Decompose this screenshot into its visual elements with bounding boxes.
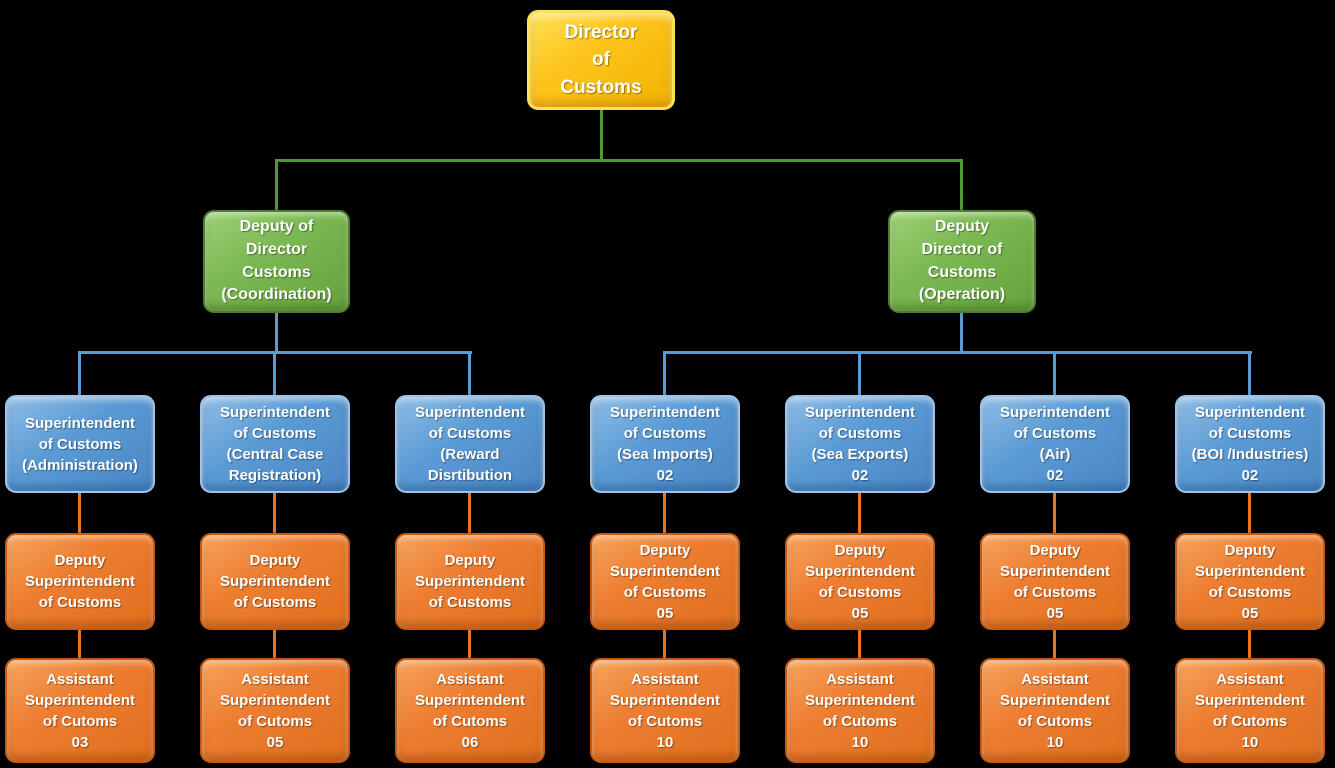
node-superintendent-reward-distribution: Superintendent of Customs (Reward Disrti… [395,395,545,493]
connector-coordination-stem [275,313,278,352]
node-assistant-superintendent-air: Assistant Superintendent of Cutoms 10 [980,658,1130,763]
node-deputy-superintendent-sea-exports: Deputy Superintendent of Customs 05 [785,533,935,630]
node-superintendent-central-case-registration: Superintendent of Customs (Central Case … [200,395,350,493]
node-deputy-operation: Deputy Director of Customs (Operation) [888,210,1036,313]
node-deputy-superintendent-reward-distribution: Deputy Superintendent of Customs [395,533,545,630]
connector-drop-sea-exports [858,351,861,395]
connector-sup-dep-6 [1053,493,1056,533]
node-director: Director of Customs [527,10,675,110]
node-deputy-superintendent-air: Deputy Superintendent of Customs 05 [980,533,1130,630]
node-superintendent-air: Superintendent of Customs (Air) 02 [980,395,1130,493]
node-superintendent-sea-imports: Superintendent of Customs (Sea Imports) … [590,395,740,493]
node-superintendent-sea-exports: Superintendent of Customs (Sea Exports) … [785,395,935,493]
node-superintendent-administration: Superintendent of Customs (Administratio… [5,395,155,493]
connector-dep-asst-5 [858,630,861,658]
connector-operation-stem [960,313,963,352]
connector-deputy-operation-drop [960,159,963,210]
node-deputy-superintendent-boi-industries: Deputy Superintendent of Customs 05 [1175,533,1325,630]
connector-drop-boi [1248,351,1251,395]
connector-sup-dep-1 [78,493,81,533]
node-assistant-superintendent-reward-distribution: Assistant Superintendent of Cutoms 06 [395,658,545,763]
node-assistant-superintendent-central-case-registration: Assistant Superintendent of Cutoms 05 [200,658,350,763]
node-superintendent-boi-industries: Superintendent of Customs (BOI /Industri… [1175,395,1325,493]
connector-drop-reward [468,351,471,395]
connector-sup-dep-7 [1248,493,1251,533]
connector-operation-bar [663,351,1252,354]
node-assistant-superintendent-boi-industries: Assistant Superintendent of Cutoms 10 [1175,658,1325,763]
connector-dep-asst-4 [663,630,666,658]
node-assistant-superintendent-sea-imports: Assistant Superintendent of Cutoms 10 [590,658,740,763]
connector-dep-asst-7 [1248,630,1251,658]
node-assistant-superintendent-sea-exports: Assistant Superintendent of Cutoms 10 [785,658,935,763]
connector-drop-air [1053,351,1056,395]
connector-drop-sea-imports [663,351,666,395]
connector-dep-asst-2 [273,630,276,658]
connector-sup-dep-3 [468,493,471,533]
node-deputy-superintendent-central-case-registration: Deputy Superintendent of Customs [200,533,350,630]
connector-dep-asst-1 [78,630,81,658]
node-deputy-superintendent-administration: Deputy Superintendent of Customs [5,533,155,630]
connector-director-bar [275,159,963,162]
connector-sup-dep-2 [273,493,276,533]
connector-sup-dep-4 [663,493,666,533]
connector-dep-asst-6 [1053,630,1056,658]
node-deputy-superintendent-sea-imports: Deputy Superintendent of Customs 05 [590,533,740,630]
connector-sup-dep-5 [858,493,861,533]
connector-drop-administration [78,351,81,395]
node-assistant-superintendent-administration: Assistant Superintendent of Cutoms 03 [5,658,155,763]
connector-deputy-coordination-drop [275,159,278,210]
connector-director-stem [600,110,603,159]
connector-dep-asst-3 [468,630,471,658]
node-deputy-coordination: Deputy of Director Customs (Coordination… [203,210,350,313]
connector-drop-central-case [273,351,276,395]
